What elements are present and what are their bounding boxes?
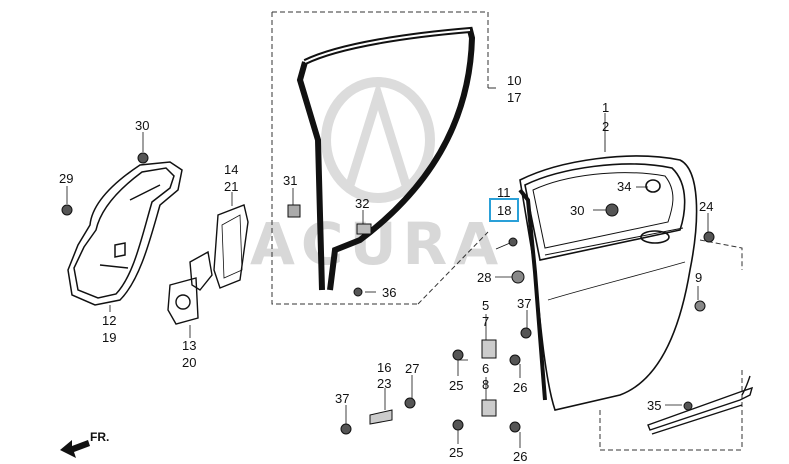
- callout-5[interactable]: 5: [482, 298, 490, 313]
- watermark-logo: [321, 77, 435, 203]
- glass-run-channel: [296, 26, 476, 291]
- highlight-box: [489, 198, 519, 222]
- door-molding: [647, 375, 754, 435]
- callout-8[interactable]: 8: [482, 377, 490, 392]
- callout-26-upper[interactable]: 26: [513, 380, 528, 395]
- callout-2[interactable]: 2: [602, 119, 610, 134]
- sound-pads: [167, 204, 249, 325]
- plug-34: [645, 179, 661, 193]
- callout-37-left[interactable]: 37: [335, 391, 350, 406]
- callout-6[interactable]: 6: [482, 361, 490, 376]
- leader-lines: [66, 113, 709, 448]
- callout-23[interactable]: 23: [377, 376, 392, 391]
- fasteners: [61, 152, 715, 435]
- callout-19[interactable]: 19: [102, 330, 117, 345]
- callout-9[interactable]: 9: [695, 270, 703, 285]
- callout-20[interactable]: 20: [182, 355, 197, 370]
- callout-26-lower[interactable]: 26: [513, 449, 528, 464]
- callout-11[interactable]: 11: [497, 185, 511, 200]
- callout-1[interactable]: 1: [602, 100, 610, 115]
- callout-12[interactable]: 12: [102, 313, 117, 328]
- callout-36[interactable]: 36: [382, 285, 397, 300]
- waterproof-film: [67, 161, 183, 306]
- watermark-text: ACURA: [250, 210, 505, 278]
- callout-30-left[interactable]: 30: [135, 118, 150, 133]
- callout-27[interactable]: 27: [405, 361, 420, 376]
- callout-17[interactable]: 17: [507, 90, 522, 105]
- callout-30-door[interactable]: 30: [570, 203, 585, 218]
- callout-25-lower[interactable]: 25: [449, 445, 464, 460]
- door-panel: [519, 155, 698, 411]
- callout-34[interactable]: 34: [617, 179, 632, 194]
- callout-18-highlighted[interactable]: 18: [497, 203, 512, 218]
- callout-13[interactable]: 13: [182, 338, 197, 353]
- callout-10[interactable]: 10: [507, 73, 522, 88]
- weatherstrip-edge: [518, 188, 547, 401]
- callout-35[interactable]: 35: [647, 398, 662, 413]
- callout-37-right[interactable]: 37: [517, 296, 532, 311]
- front-direction-arrow: [60, 440, 90, 458]
- callout-29[interactable]: 29: [59, 171, 74, 186]
- callout-24[interactable]: 24: [699, 199, 714, 214]
- callout-7[interactable]: 7: [482, 314, 490, 329]
- callout-21[interactable]: 21: [224, 179, 239, 194]
- callout-31[interactable]: 31: [283, 173, 298, 188]
- callout-16[interactable]: 16: [377, 360, 392, 375]
- callout-28[interactable]: 28: [477, 270, 492, 285]
- callout-32[interactable]: 32: [355, 196, 370, 211]
- callout-25-upper[interactable]: 25: [449, 378, 464, 393]
- front-direction-label: FR.: [90, 430, 110, 444]
- callout-14[interactable]: 14: [224, 162, 239, 177]
- window-frame-box: [271, 11, 496, 305]
